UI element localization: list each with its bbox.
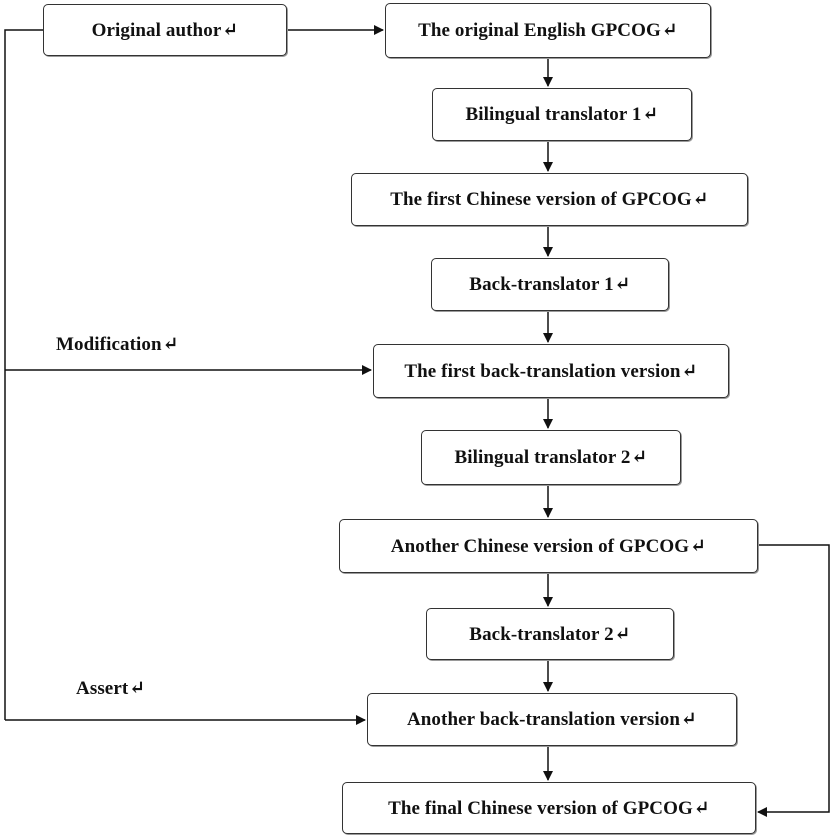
- node-label: The final Chinese version of GPCOG↵: [388, 797, 710, 819]
- author-feedback-trunk: [4, 29, 43, 720]
- node-original-author: Original author↵: [43, 4, 287, 56]
- node-label: Back-translator 2↵: [469, 623, 631, 645]
- node-another-back-translation: Another back-translation version↵: [367, 693, 737, 746]
- node-original-english-gpcog: The original English GPCOG↵: [385, 3, 711, 58]
- node-back-translator-1: Back-translator 1↵: [431, 258, 669, 311]
- node-first-back-translation: The first back-translation version↵: [373, 344, 729, 398]
- node-first-chinese-version: The first Chinese version of GPCOG↵: [351, 173, 748, 226]
- node-bilingual-translator-1: Bilingual translator 1↵: [432, 88, 692, 141]
- node-another-chinese-version: Another Chinese version of GPCOG↵: [339, 519, 758, 573]
- node-label: Another back-translation version↵: [406, 709, 698, 730]
- node-final-chinese-version: The final Chinese version of GPCOG↵: [342, 782, 756, 834]
- node-label: Original author↵: [91, 19, 239, 41]
- label-modification: Modification↵: [56, 334, 179, 355]
- node-label: Bilingual translator 2↵: [454, 447, 648, 468]
- label-assert: Assert↵: [76, 678, 146, 699]
- arrow-another-chinese-to-final: [757, 544, 830, 817]
- node-label: The first Chinese version of GPCOG↵: [390, 189, 709, 210]
- node-back-translator-2: Back-translator 2↵: [426, 608, 674, 660]
- node-label: The first back-translation version↵: [404, 360, 698, 382]
- node-label: Bilingual translator 1↵: [465, 104, 659, 125]
- node-label: The original English GPCOG↵: [418, 20, 678, 41]
- node-label: Another Chinese version of GPCOG↵: [390, 535, 707, 557]
- node-label: Back-translator 1↵: [469, 274, 631, 295]
- node-bilingual-translator-2: Bilingual translator 2↵: [421, 430, 681, 485]
